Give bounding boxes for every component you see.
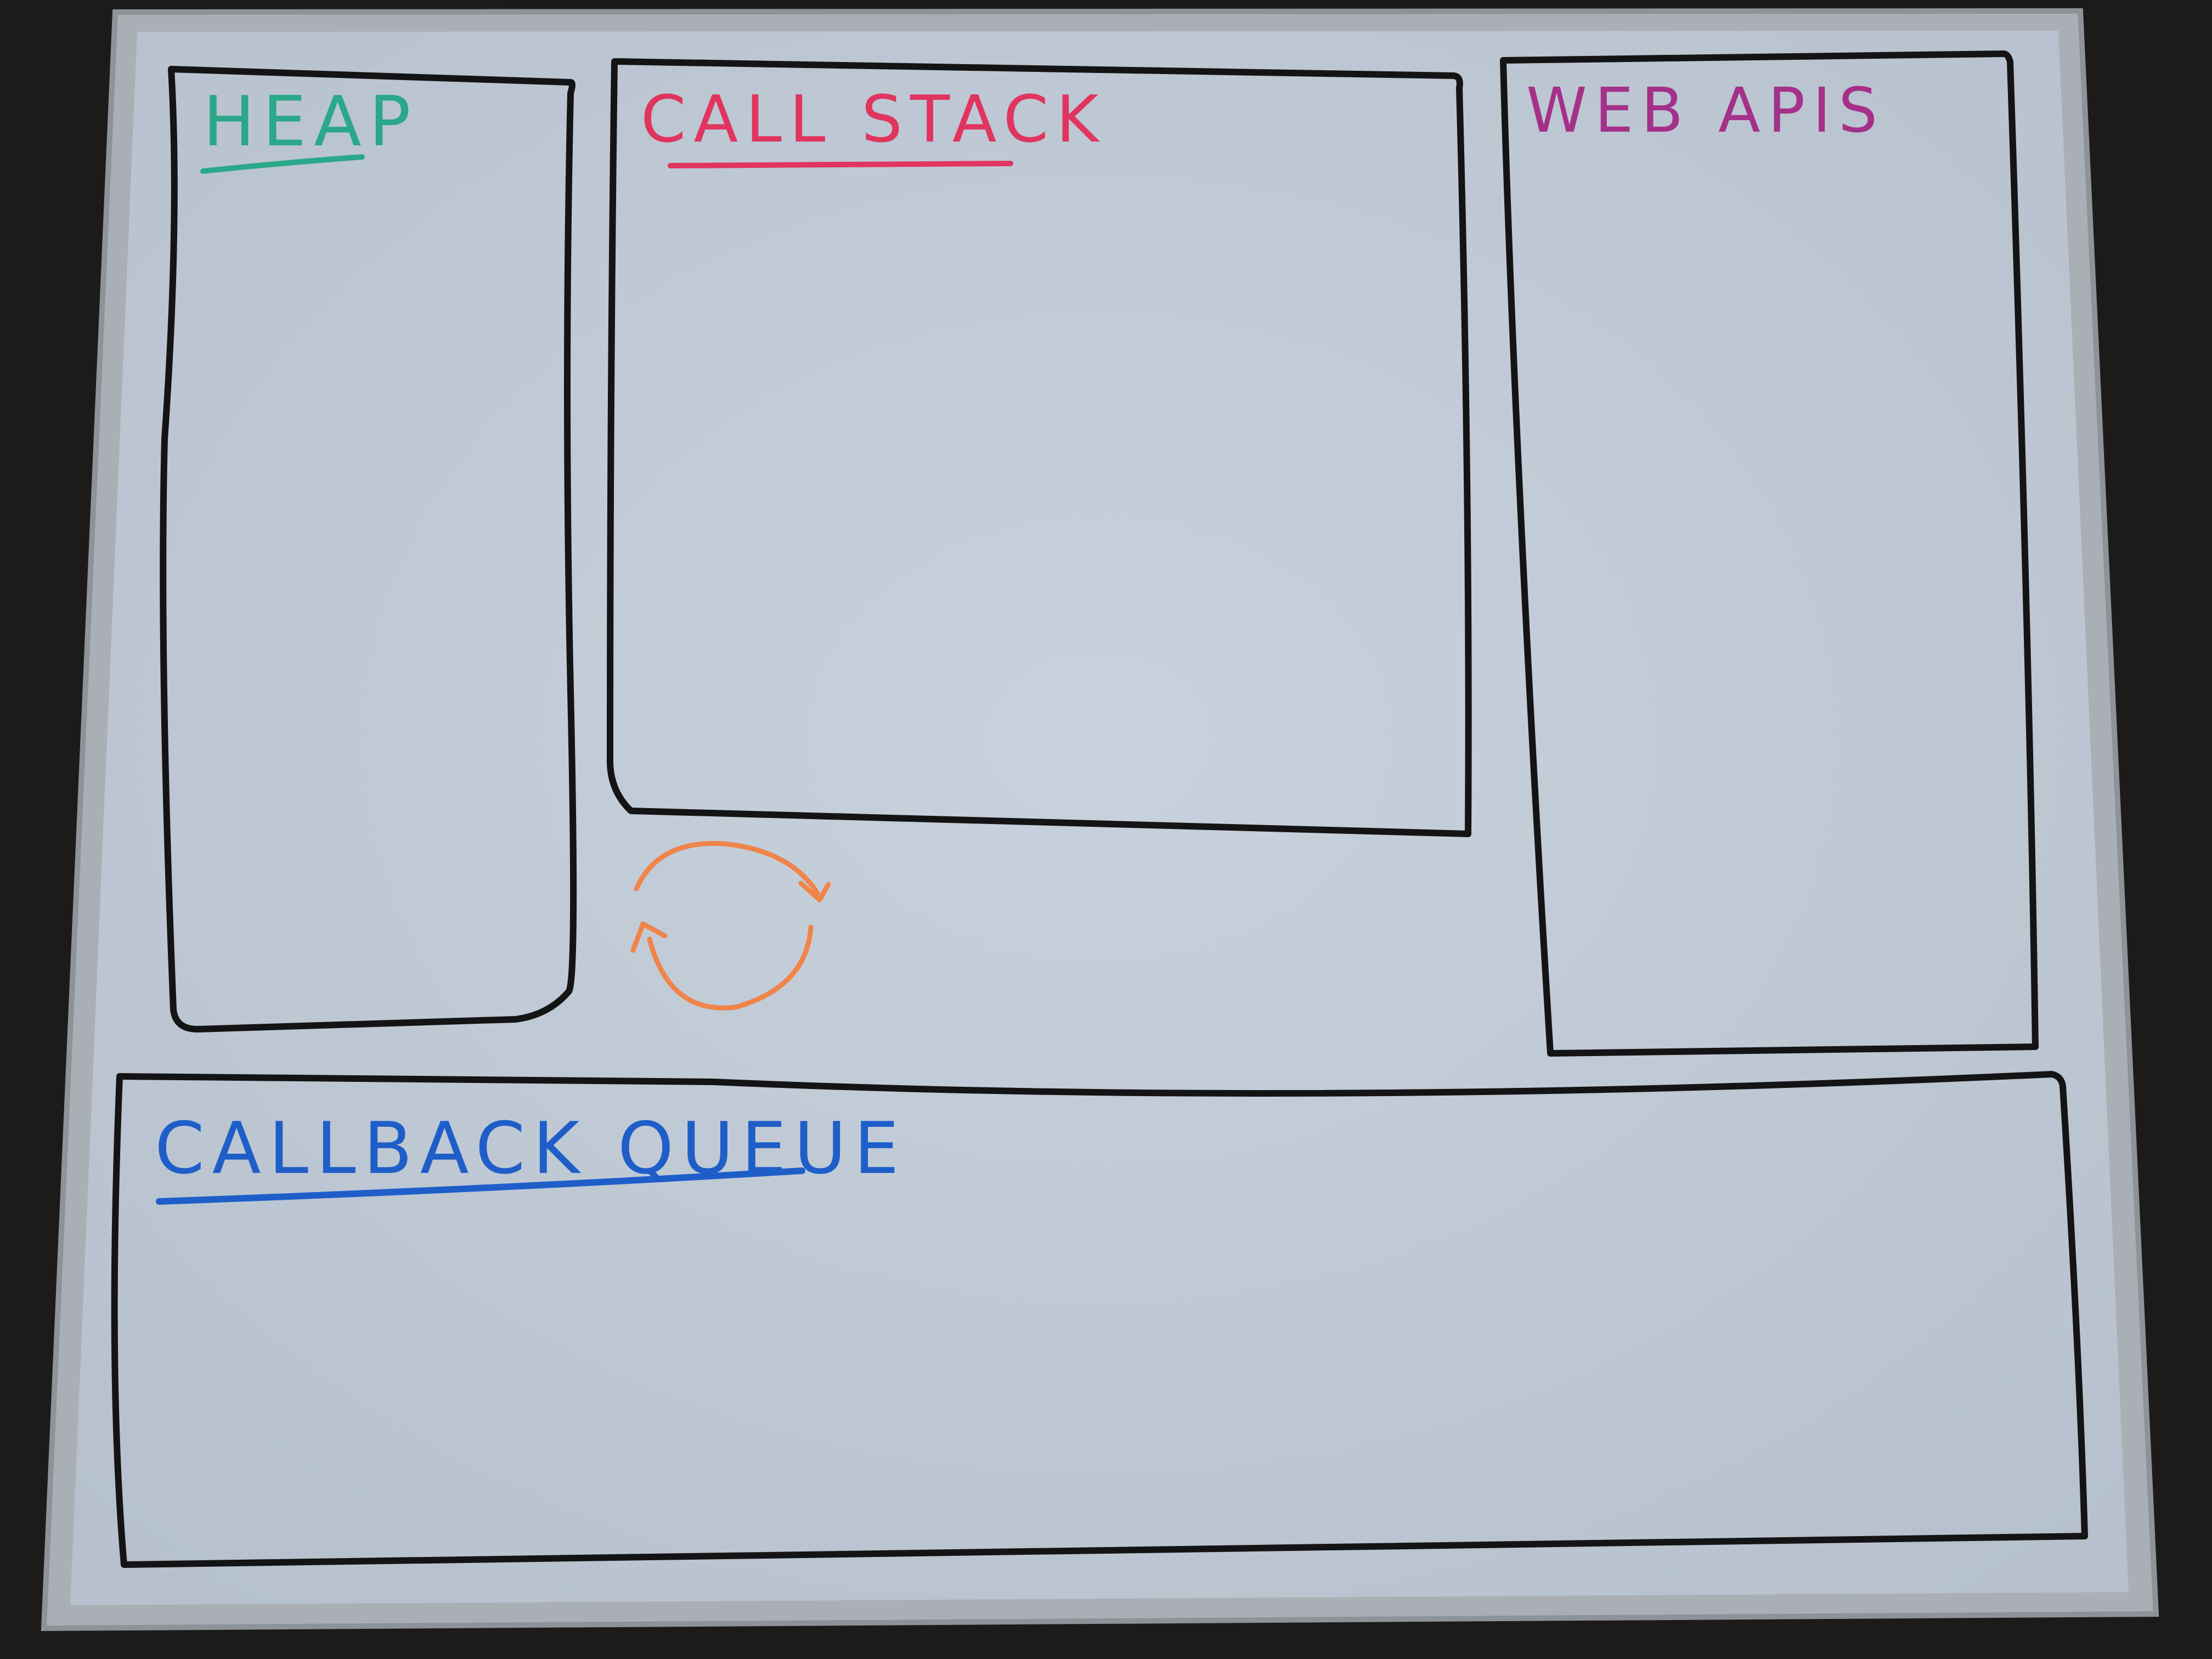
web-apis-label: WEB APIS: [1526, 75, 1885, 146]
heap-underline: [200, 154, 365, 174]
call-stack-underline: [668, 161, 1013, 168]
call-stack-label: CALL STACK: [641, 81, 1106, 157]
heap-label: HEAP: [203, 81, 419, 162]
event-loop-cycle-icon: [630, 840, 831, 1011]
callback-queue-underline: [156, 1167, 805, 1205]
callback-queue-label: CALLBACK QUEUE: [155, 1107, 907, 1190]
board-surface: [70, 31, 2129, 1605]
call-stack-box: [606, 58, 1472, 837]
heap-box: [160, 66, 577, 1032]
web-apis-box: [1500, 50, 2039, 1057]
callback-queue-box: [111, 1071, 2088, 1568]
